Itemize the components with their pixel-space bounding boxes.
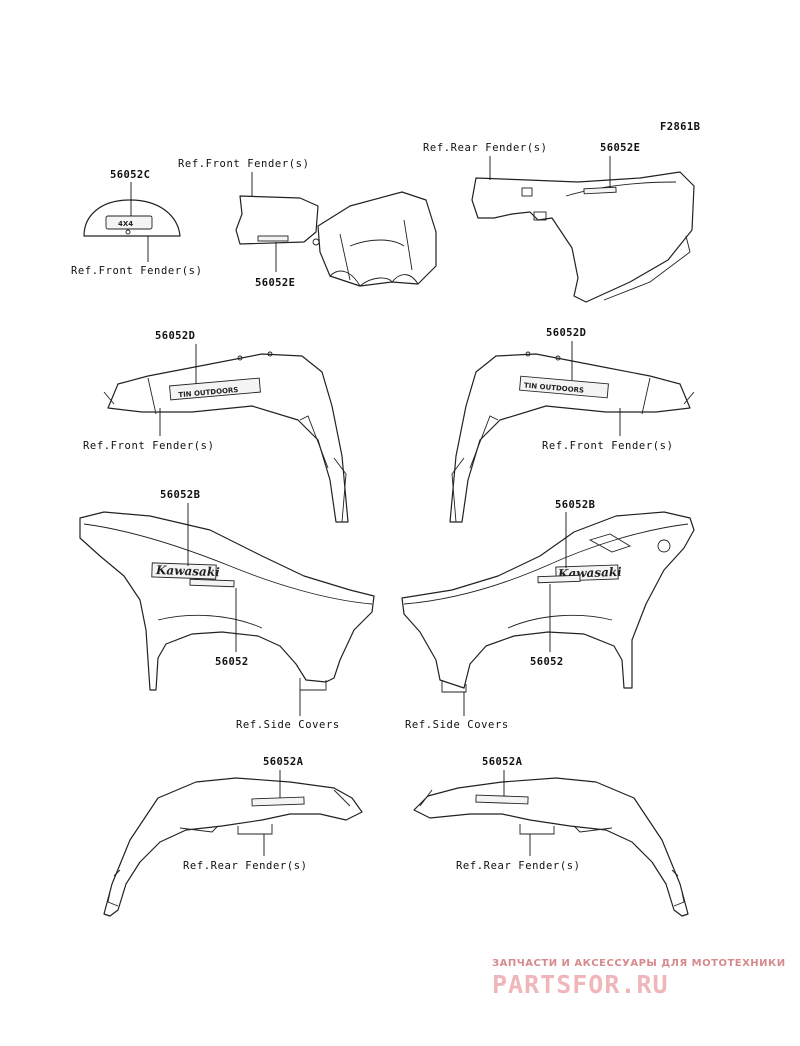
watermark-logo: PARTSFOR.RU [492, 970, 669, 999]
callout-ref-front-fender-left: Ref.Front Fender(s) [83, 440, 215, 452]
badge-4x4-text: 4X4 [118, 220, 133, 228]
kawasaki-text-left: Kawasaki [155, 563, 221, 579]
callout-ref-side-covers-right: Ref.Side Covers [405, 719, 509, 731]
callout-ref-front-fender-top: Ref.Front Fender(s) [71, 265, 203, 277]
callout-56052A-right: 56052A [482, 756, 523, 768]
callout-56052B-right: 56052B [555, 499, 595, 511]
part-front-fender-left[interactable]: TIN OUTDOORS [103, 351, 349, 523]
watermark-tagline: ЗАПЧАСТИ И АКСЕССУАРЫ ДЛЯ МОТОТЕХНИКИ [492, 958, 786, 969]
part-side-cover-left[interactable]: Kawasaki [79, 511, 375, 691]
callout-56052D-right: 56052D [546, 327, 586, 339]
part-front-fender-tank[interactable] [235, 191, 437, 287]
callout-56052-right: 56052 [530, 656, 564, 668]
callout-56052D-left: 56052D [155, 330, 195, 342]
part-rear-fender-right[interactable] [413, 777, 689, 917]
callout-ref-front-fender-right: Ref.Front Fender(s) [542, 440, 674, 452]
part-rear-fender-top[interactable] [471, 171, 695, 303]
part-side-cover-right[interactable]: Kawasaki [401, 511, 695, 693]
callout-56052B-left: 56052B [160, 489, 200, 501]
callout-ref-front-fender-tank: Ref.Front Fender(s) [178, 158, 310, 170]
callout-56052E-right: 56052E [600, 142, 640, 154]
callout-56052E-left: 56052E [255, 277, 295, 289]
callout-56052C: 56052C [110, 169, 150, 181]
callout-ref-rear-fender-right: Ref.Rear Fender(s) [456, 860, 581, 872]
callout-56052-left: 56052 [215, 656, 249, 668]
figure-code: F2861B [660, 121, 700, 133]
callout-56052A-left: 56052A [263, 756, 304, 768]
part-rear-fender-left[interactable] [103, 777, 363, 917]
callout-ref-rear-fender-left: Ref.Rear Fender(s) [183, 860, 308, 872]
callout-ref-side-covers-left: Ref.Side Covers [236, 719, 340, 731]
callout-ref-rear-fender-top: Ref.Rear Fender(s) [423, 142, 548, 154]
part-56052C-badge[interactable]: 4X4 [83, 199, 181, 237]
part-front-fender-right[interactable]: TIN OUTDOORS [449, 351, 695, 523]
